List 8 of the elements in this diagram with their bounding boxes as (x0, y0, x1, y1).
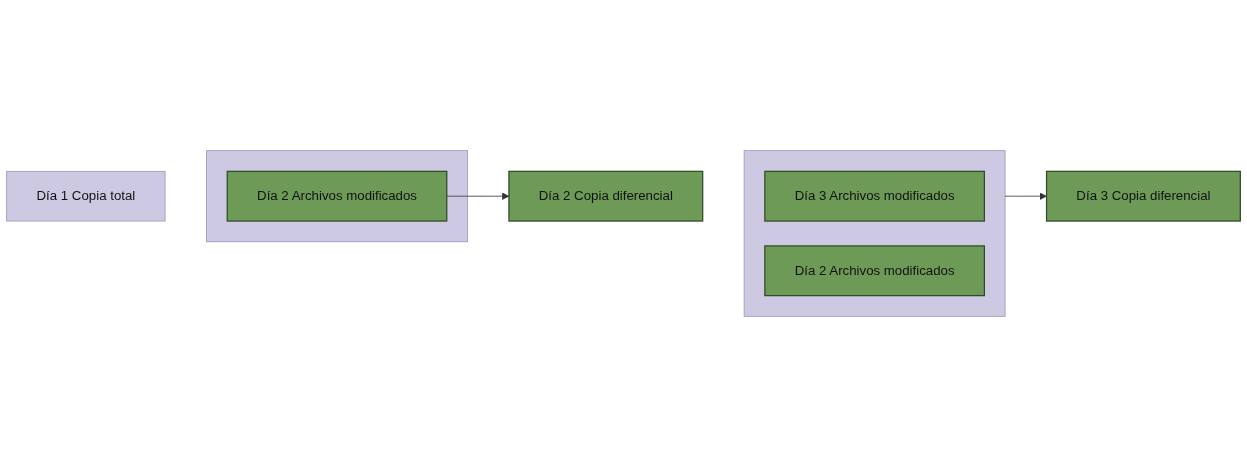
node-box: Día 2 Archivos modificados (764, 244, 985, 296)
cluster (743, 149, 1006, 317)
node-box: Día 2 Archivos modificados (226, 170, 448, 222)
node-box: Día 2 Copia diferencial (508, 170, 704, 222)
cluster (206, 149, 468, 242)
node-box: Día 3 Copia diferencial (1045, 170, 1241, 222)
node-box: Día 1 Copia total (6, 170, 166, 221)
node-box: Día 3 Archivos modificados (764, 170, 985, 222)
